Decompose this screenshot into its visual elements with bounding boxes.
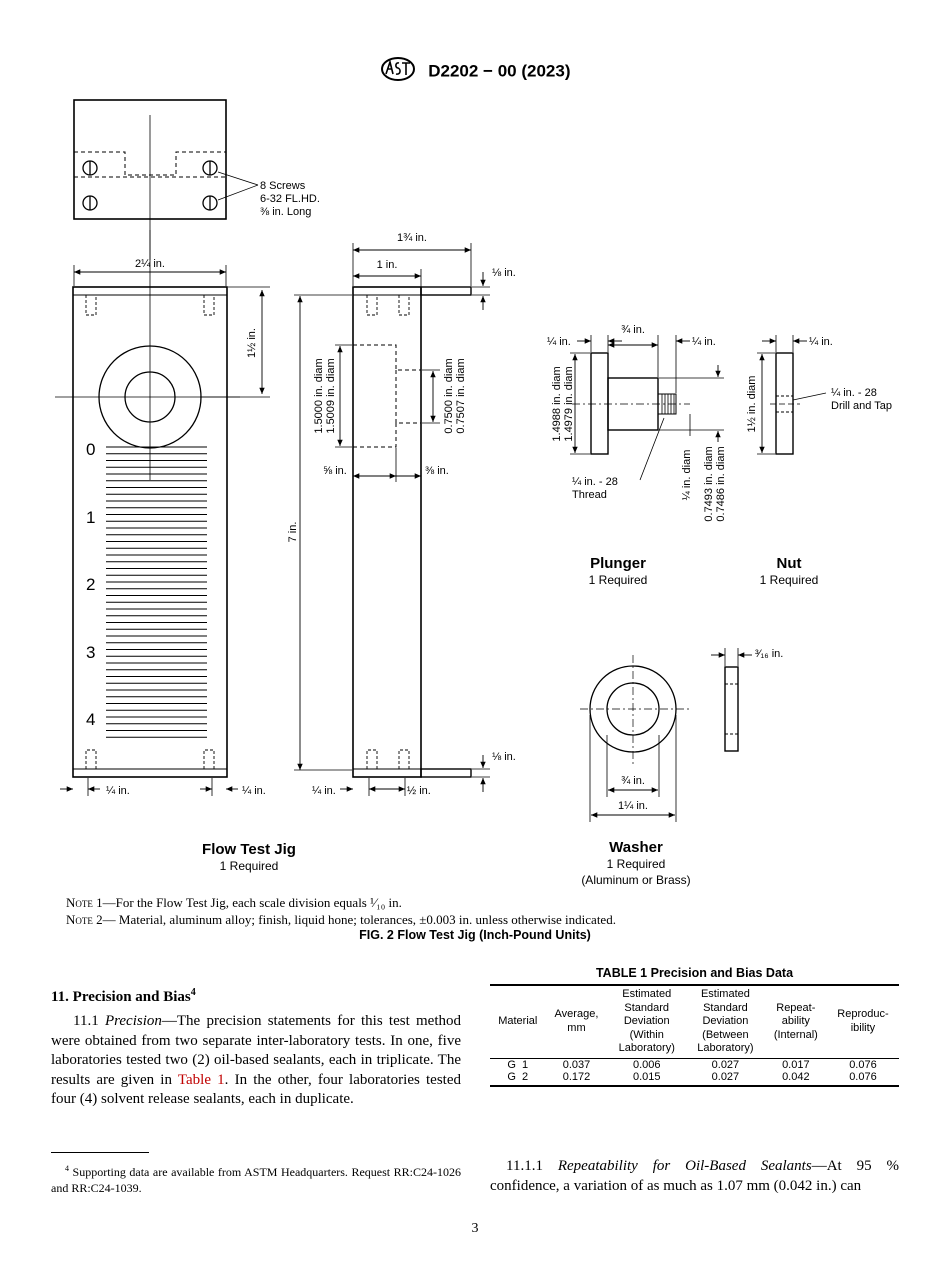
dim-quarter-side: ¼ in.: [312, 785, 336, 797]
scale-label-4: 4: [86, 710, 95, 729]
dim-eighth-top: ⅛ in.: [492, 267, 516, 279]
dim-quarter-left: ¼ in.: [106, 785, 130, 797]
dim-eighth-bottom: ⅛ in.: [492, 751, 516, 763]
footnote-rule: [51, 1152, 149, 1153]
dim-stem-diam: ¼ in. diam: [681, 450, 693, 501]
dim-plunger-d2: 1.4979 in. diam: [563, 366, 575, 441]
dim-nut-drill-2: Drill and Tap: [831, 400, 892, 412]
dim-nut-one-half: 1½ in. diam: [746, 376, 758, 433]
dim-stem-d2: 0.7486 in. diam: [715, 446, 727, 521]
dim-side-total: 1¾ in.: [397, 232, 427, 244]
scale-label-0: 0: [86, 440, 95, 459]
dim-diam-a1: 1.5000 in. diam: [313, 358, 325, 433]
dim-side-one: 1 in.: [377, 259, 398, 271]
part-title-nut: Nut: [777, 555, 802, 572]
page-header: D2202 − 00 (2023): [0, 56, 950, 87]
figure-caption: FIG. 2 Flow Test Jig (Inch-Pound Units): [359, 928, 591, 942]
col-reproducibility: Reproduc-ibility: [826, 985, 899, 1059]
part-title-jig: Flow Test Jig: [202, 841, 296, 858]
repeatability-paragraph: 11.1.1 Repeatability for Oil-Based Seala…: [490, 1158, 900, 1194]
flow-test-jig-drawing: 8 Screws 6-32 FL.HD. ⅜ in. Long 2¼ in. 1…: [55, 99, 892, 887]
screws-callout-2: 6-32 FL.HD.: [260, 193, 320, 205]
dim-diam-b1: 0.7500 in. diam: [443, 358, 455, 433]
dim-nut-drill-1: ¼ in. - 28: [831, 387, 877, 399]
dim-three-eighth: ⅜ in.: [425, 465, 449, 477]
part-qty-nut: 1 Required: [760, 573, 819, 587]
dim-washer-outer: 1¼ in.: [618, 800, 648, 812]
dim-washer-inner: ¾ in.: [621, 775, 645, 787]
screws-callout-3: ⅜ in. Long: [260, 206, 311, 218]
dim-seven: 7 in.: [287, 522, 299, 543]
dim-plunger-three-quarter: ¾ in.: [621, 324, 645, 336]
figure-note-2: Note 2— Material, aluminum alloy; finish…: [66, 912, 616, 927]
figure-note-1: Note 1—For the Flow Test Jig, each scale…: [66, 895, 402, 910]
dim-nut-quarter: ¼ in.: [809, 336, 833, 348]
section-heading: 11. Precision and Bias4: [51, 987, 196, 1005]
dim-plunger-d1: 1.4988 in. diam: [551, 366, 563, 441]
dim-five-eighth: ⅝ in.: [323, 465, 347, 477]
part-qty-plunger: 1 Required: [589, 573, 648, 587]
dim-plunger-quarter-left: ¼ in.: [547, 336, 571, 348]
dim-stem-d1: 0.7493 in. diam: [703, 446, 715, 521]
col-repeatability: Repeat-ability(Internal): [764, 985, 827, 1059]
astm-logo: [380, 56, 416, 87]
table-caption: TABLE 1 Precision and Bias Data: [595, 966, 794, 980]
dim-one-half: 1½ in.: [246, 328, 258, 358]
col-material: Material: [490, 985, 546, 1059]
dim-washer-thick: ³⁄₁₆ in.: [755, 648, 783, 660]
precision-paragraph: 11.1 Precision—The precision statements …: [51, 1013, 461, 1107]
col-average: Average,mm: [545, 985, 608, 1059]
footnote: 4 Supporting data are available from AST…: [51, 1164, 461, 1195]
part-note-washer: (Aluminum or Brass): [581, 873, 690, 887]
screws-callout-1: 8 Screws: [260, 180, 306, 192]
standard-designation: D2202 − 00 (2023): [428, 61, 571, 81]
scale-label-2: 2: [86, 575, 95, 594]
dim-quarter-right: ¼ in.: [242, 785, 266, 797]
scale-label-3: 3: [86, 643, 95, 662]
dim-thread-2: Thread: [572, 489, 607, 501]
part-qty-jig: 1 Required: [220, 859, 279, 873]
page-number: 3: [471, 1221, 479, 1236]
part-title-washer: Washer: [609, 839, 663, 856]
dim-diam-a2: 1.5009 in. diam: [325, 358, 337, 433]
table-1-link[interactable]: Table 1: [177, 1071, 225, 1088]
dim-half-side: ½ in.: [407, 785, 431, 797]
table-row: G 2 0.172 0.015 0.027 0.042 0.076: [490, 1070, 899, 1087]
table-row: G 1 0.037 0.006 0.027 0.017 0.076: [507, 1058, 877, 1071]
part-qty-washer: 1 Required: [607, 857, 666, 871]
part-title-plunger: Plunger: [590, 555, 646, 572]
screw-icon: [82, 160, 218, 211]
dim-plunger-quarter-right: ¼ in.: [692, 336, 716, 348]
dim-diam-b2: 0.7507 in. diam: [455, 358, 467, 433]
scale-label-1: 1: [86, 508, 95, 527]
dim-thread-1: ¼ in. - 28: [572, 476, 618, 488]
dim-jig-width: 2¼ in.: [135, 258, 165, 270]
